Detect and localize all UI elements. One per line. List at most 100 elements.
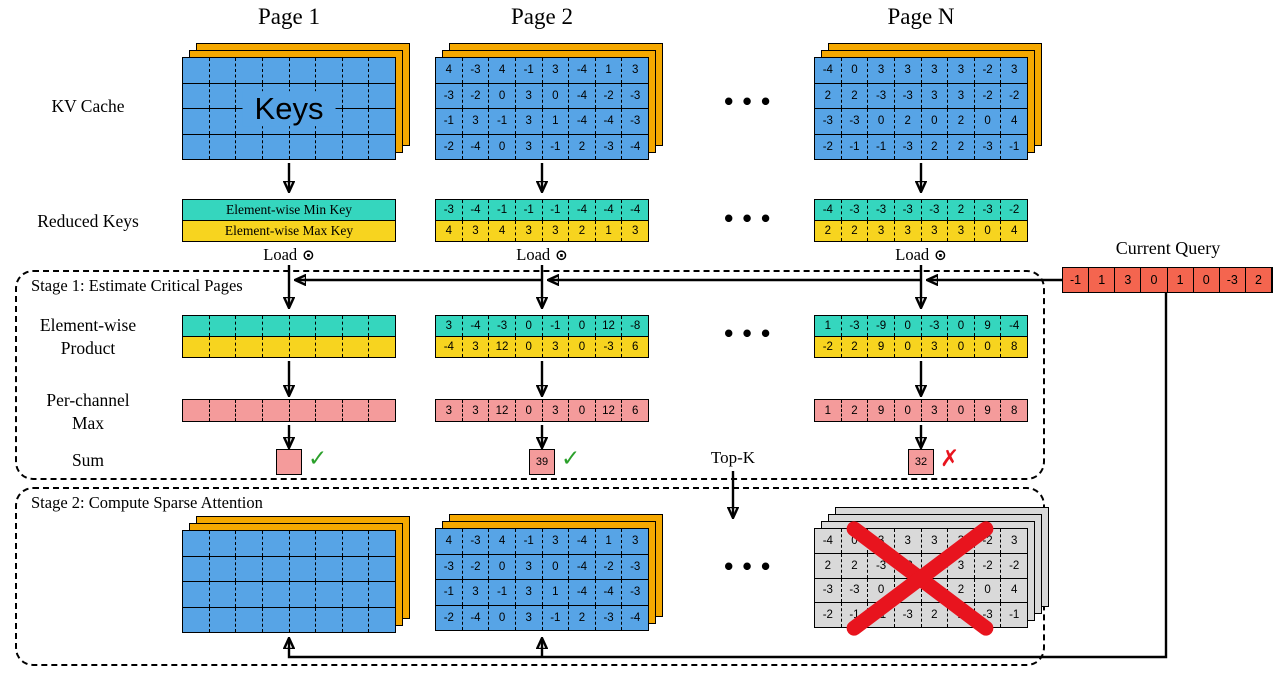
- cell: -2: [436, 605, 463, 630]
- cell: 3: [1115, 268, 1142, 292]
- cell: [316, 337, 343, 357]
- cell: 0: [975, 337, 1002, 357]
- elementwise-product-label-line2: Product: [60, 337, 116, 358]
- cell: 2: [569, 605, 596, 630]
- cell: -4: [596, 200, 623, 220]
- cell: -3: [489, 316, 516, 336]
- cell: [183, 134, 210, 159]
- page1-min-key-text: Element-wise Min Key: [226, 202, 352, 217]
- cell: [369, 135, 395, 160]
- cell: -3: [975, 200, 1002, 220]
- cell: -2: [1009, 559, 1020, 572]
- cell: -2: [463, 554, 490, 579]
- cell: [210, 556, 237, 581]
- load-label-page1: Load ⊙: [237, 245, 341, 265]
- cell: 3: [868, 221, 895, 241]
- stage2-page1-stack: [182, 516, 410, 633]
- cell: [236, 400, 263, 421]
- cell: -3: [922, 316, 949, 336]
- ellipsis-icon: •••: [722, 90, 778, 114]
- cell: 0: [922, 109, 949, 134]
- channel-max-page1-bar: [182, 399, 396, 422]
- cell: 9: [975, 400, 1002, 421]
- cell: [343, 83, 370, 108]
- cell: 3: [868, 58, 895, 83]
- cell: [290, 607, 317, 632]
- kv-page1-sheet: Keys: [182, 57, 396, 160]
- cell: -1: [1063, 268, 1090, 292]
- cell: -1: [1009, 140, 1020, 153]
- cell: -4: [596, 109, 623, 134]
- cell: -3: [630, 89, 641, 102]
- cell: -2: [815, 134, 842, 159]
- cell: 4: [1010, 115, 1018, 128]
- cell: [183, 316, 210, 336]
- cell: 3: [922, 337, 949, 357]
- cell: -3: [596, 134, 623, 159]
- cell: 4: [489, 58, 516, 83]
- cell: -3: [463, 529, 490, 554]
- cell: 4: [436, 58, 463, 83]
- cell: [210, 337, 237, 357]
- sum-label: Sum: [71, 450, 105, 470]
- cell: -4: [1009, 320, 1020, 332]
- cell: -1: [436, 109, 463, 134]
- top-k-label: Top-K: [710, 448, 756, 467]
- cell: [263, 400, 290, 421]
- cell: -3: [895, 83, 922, 108]
- cell: -3: [975, 134, 1002, 159]
- cell: -3: [463, 58, 490, 83]
- cell: -1: [489, 109, 516, 134]
- per-channel-max-label-line1: Per-channel: [46, 390, 130, 410]
- cell: [210, 582, 237, 607]
- cell: 8: [1010, 404, 1018, 417]
- cell: 0: [516, 316, 543, 336]
- cell: -4: [463, 200, 490, 220]
- cell: [210, 607, 237, 632]
- cell: 3: [436, 400, 463, 421]
- cell: 3: [436, 316, 463, 336]
- cell: [343, 531, 370, 556]
- cell: [236, 582, 263, 607]
- cell: -4: [630, 140, 641, 153]
- cell: -3: [895, 200, 922, 220]
- cell: [316, 134, 343, 159]
- cell: -1: [516, 529, 543, 554]
- cell: 0: [543, 83, 570, 108]
- cell: [210, 531, 237, 556]
- cell: 3: [1010, 64, 1018, 77]
- cell: [210, 134, 237, 159]
- kv-page1-stack: Keys: [182, 43, 410, 160]
- cell: 0: [868, 109, 895, 134]
- cell: -9: [868, 316, 895, 336]
- cell: 2: [895, 109, 922, 134]
- cell: -4: [815, 58, 842, 83]
- cell: 0: [975, 221, 1002, 241]
- cell: 0: [489, 134, 516, 159]
- cell: 1: [596, 221, 623, 241]
- ellipsis-icon: •••: [722, 207, 778, 231]
- cell: [316, 83, 343, 108]
- cell: [369, 316, 395, 336]
- cell: 3: [516, 221, 543, 241]
- cell: 0: [1194, 268, 1220, 292]
- cell: 3: [1010, 534, 1018, 547]
- cell: -3: [596, 605, 623, 630]
- cell: -4: [569, 109, 596, 134]
- load-label-pageN: Load ⊙: [869, 245, 973, 265]
- page-n-header: Page N: [887, 4, 955, 29]
- cell: [343, 400, 370, 421]
- cell: -1: [543, 200, 570, 220]
- stage2-page1-sheet: [182, 530, 396, 633]
- cell: [183, 607, 210, 632]
- grid-row: [183, 582, 395, 608]
- cell: -1: [489, 580, 516, 605]
